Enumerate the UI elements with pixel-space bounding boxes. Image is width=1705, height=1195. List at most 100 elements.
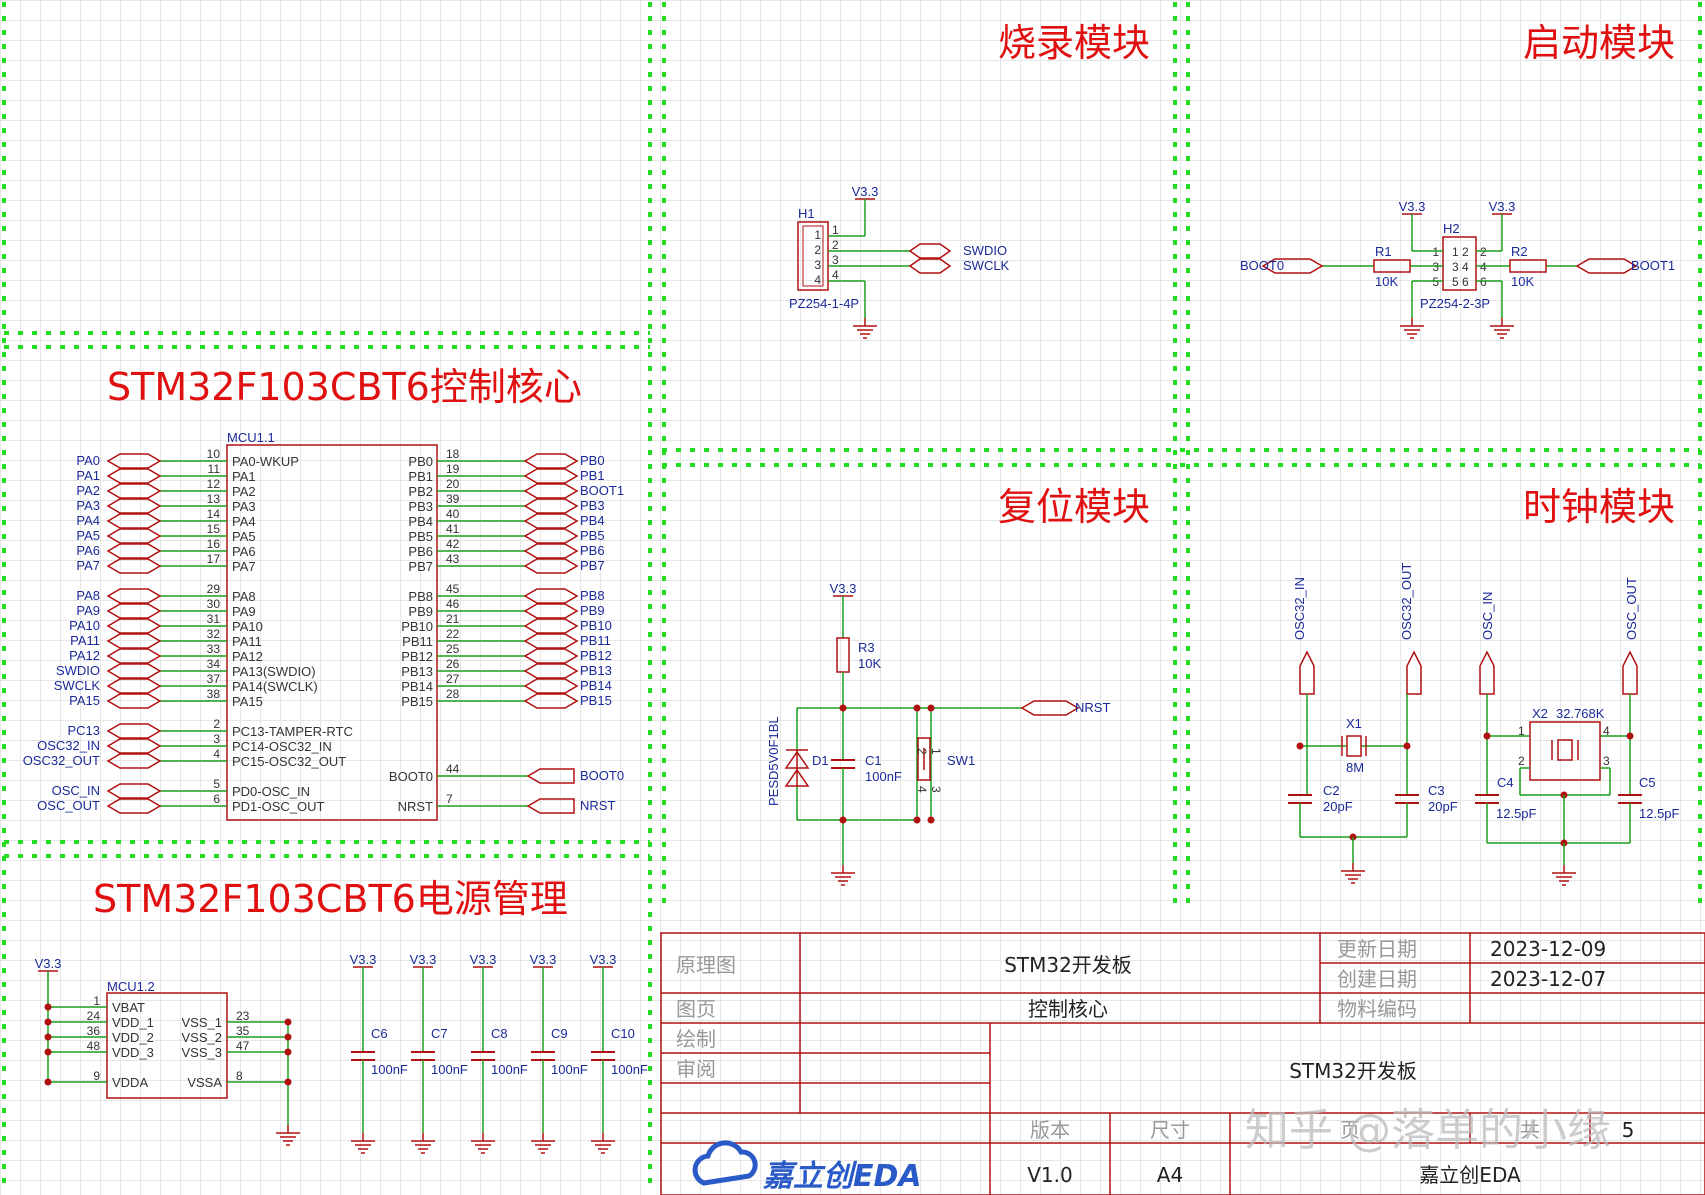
pin-name: PC13-TAMPER-RTC	[232, 724, 353, 739]
net-port	[106, 663, 162, 679]
pin-number: 45	[446, 582, 460, 596]
pin-number: 12	[207, 477, 221, 491]
sw1-pin-label: 4	[915, 786, 929, 793]
h2-pin-label: 3	[1452, 260, 1459, 274]
sw1-pin-label: 1	[929, 748, 943, 755]
pin-number: 4	[213, 747, 220, 761]
pin-name: PB1	[408, 469, 433, 484]
pin-name: PD1-OSC_OUT	[232, 799, 325, 814]
net-port	[523, 663, 579, 679]
pin-number: 34	[207, 657, 221, 671]
pin-number: 18	[446, 447, 460, 461]
net-label: PB10	[580, 618, 612, 633]
reset-circuit[interactable]: V3.3 R3 10K D1 PESD5V0F1BL C1 100nF	[766, 581, 1110, 886]
tb-total-value: 5	[1622, 1118, 1635, 1142]
h2-pin-number: 5	[1432, 275, 1439, 289]
cap-value: 100nF	[371, 1062, 408, 1077]
clock-circuit[interactable]: OSC32_IN OSC32_OUT X1 8M C2 20pF C3 20pF…	[1288, 563, 1680, 886]
x1-designator: X1	[1346, 716, 1362, 731]
pin-number: 8	[236, 1069, 243, 1083]
net-label: PA7	[76, 558, 100, 573]
net-port	[106, 693, 162, 709]
pin-name: NRST	[398, 799, 433, 814]
x2-pin-label: 3	[1603, 754, 1610, 768]
net-port	[106, 723, 162, 739]
osc32-in-label: OSC32_IN	[1292, 577, 1307, 640]
net-port	[106, 648, 162, 664]
pin-name: PA6	[232, 544, 256, 559]
net-label: OSC_OUT	[37, 798, 100, 813]
pin-number: 7	[446, 792, 453, 806]
net-label: PA8	[76, 588, 100, 603]
r1-value: 10K	[1375, 274, 1398, 289]
net-port	[523, 603, 579, 619]
x1-value: 8M	[1346, 760, 1364, 775]
r2-designator: R2	[1511, 244, 1528, 259]
net-label: PB4	[580, 513, 605, 528]
h2-pin-label: 4	[1462, 260, 1469, 274]
net-label: BOOT1	[580, 483, 624, 498]
pin-name: PA10	[232, 619, 263, 634]
tb-project: STM32开发板	[1004, 953, 1132, 977]
net-label: PB9	[580, 603, 605, 618]
r2-body	[1509, 259, 1547, 273]
pin-name: PB3	[408, 499, 433, 514]
r1-designator: R1	[1375, 244, 1392, 259]
pin-name: PA5	[232, 529, 256, 544]
x2-designator: X2	[1532, 706, 1548, 721]
osc-in-label: OSC_IN	[1480, 592, 1495, 640]
junction-dot	[44, 1048, 52, 1056]
net-port	[523, 468, 579, 484]
swdio-label: SWDIO	[963, 243, 1007, 258]
net-label: PB3	[580, 498, 605, 513]
